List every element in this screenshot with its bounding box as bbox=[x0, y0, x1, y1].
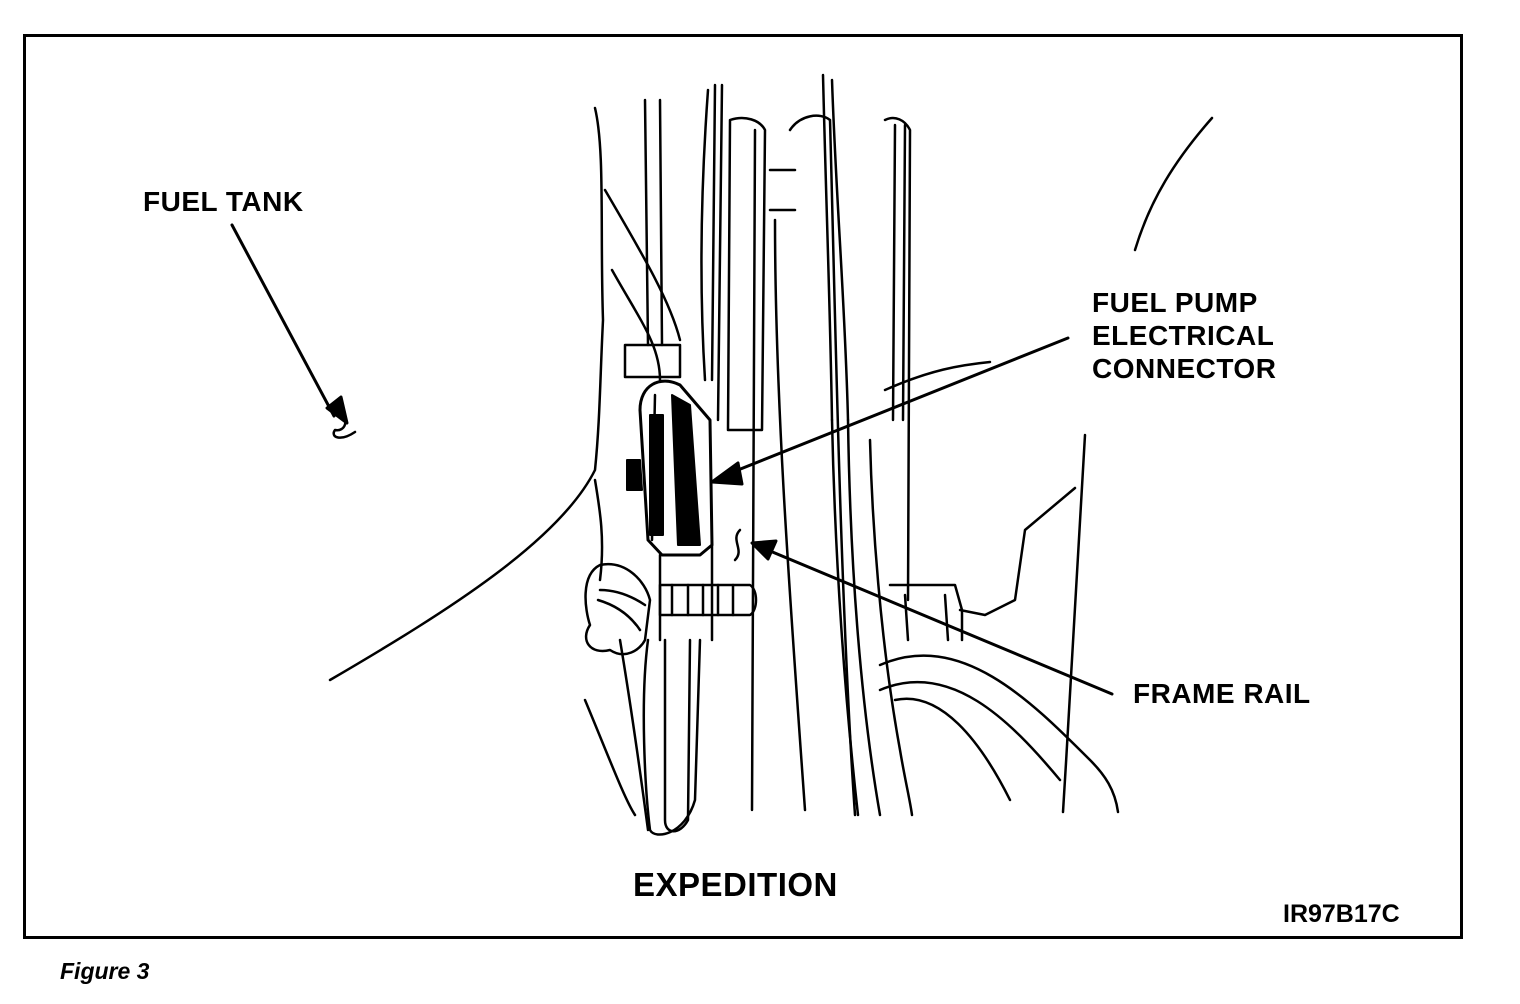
arrowhead-fuel-pump-connector bbox=[710, 461, 744, 486]
arrow-fuel-tank bbox=[230, 223, 336, 418]
shop-rag bbox=[584, 562, 652, 656]
fuel-pump-connector-label-line-3: CONNECTOR bbox=[1092, 353, 1277, 384]
arrowhead-frame-rail bbox=[750, 539, 778, 561]
arrowhead-fuel-tank bbox=[325, 395, 349, 425]
fuel-pump-connector bbox=[626, 379, 714, 642]
fuel-pump-connector-label: FUEL PUMP ELECTRICAL CONNECTOR bbox=[1092, 286, 1276, 385]
arrow-frame-rail bbox=[756, 544, 1114, 696]
arrow-fuel-pump-connector bbox=[716, 336, 1070, 480]
tank-strap bbox=[593, 98, 682, 582]
fuel-tank-label: FUEL TANK bbox=[143, 186, 304, 217]
fuel-pump-connector-label-line-1: FUEL PUMP bbox=[1092, 287, 1258, 318]
fuel-tank-outline bbox=[328, 106, 1214, 682]
figure-caption: Figure 3 bbox=[60, 958, 150, 984]
vehicle-label: EXPEDITION bbox=[633, 866, 838, 903]
frame-rail-label: FRAME RAIL bbox=[1133, 678, 1311, 709]
frame-crossmember bbox=[878, 116, 1120, 814]
callout-arrows bbox=[230, 223, 1114, 696]
figure-frame bbox=[23, 34, 1463, 939]
illustration-code: IR97B17C bbox=[1283, 900, 1400, 928]
fuel-pump-connector-label-line-2: ELECTRICAL bbox=[1092, 320, 1275, 351]
fuel-line bbox=[583, 583, 758, 836]
frame-rail bbox=[700, 73, 914, 817]
